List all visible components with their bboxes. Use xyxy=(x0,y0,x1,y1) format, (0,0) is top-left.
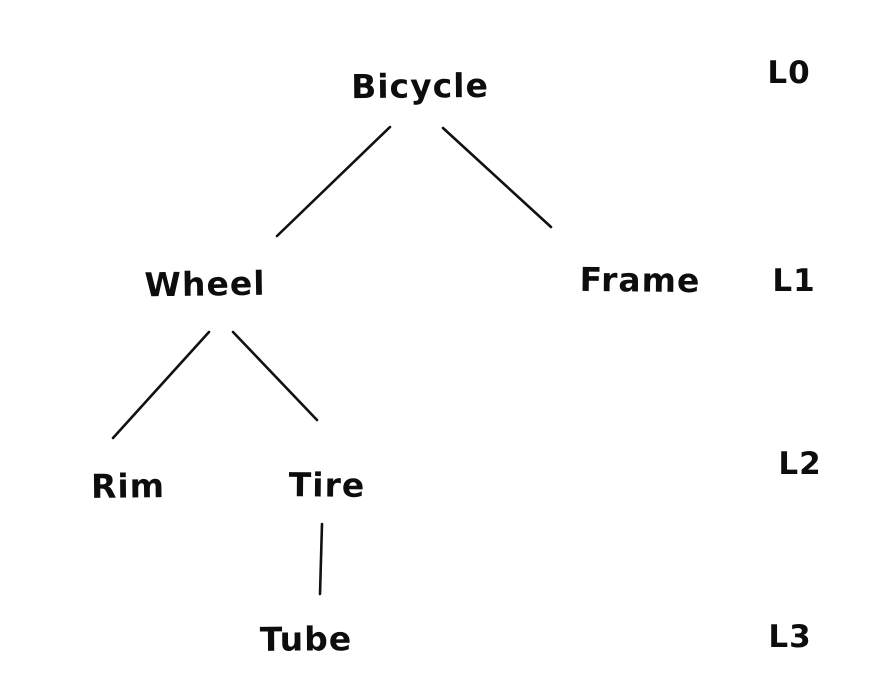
edge-bicycle-frame xyxy=(441,126,553,229)
node-tire: Tire xyxy=(288,465,366,505)
node-frame: Frame xyxy=(579,259,701,301)
node-rim: Rim xyxy=(90,466,166,506)
node-bicycle: Bicycle xyxy=(350,65,490,107)
edge-tire-tube xyxy=(318,522,324,596)
node-wheel: Wheel xyxy=(144,263,266,305)
edge-wheel-rim xyxy=(111,330,211,440)
edge-bicycle-wheel xyxy=(275,125,392,238)
node-tube: Tube xyxy=(259,619,353,659)
level-label-l0: L0 xyxy=(767,55,811,91)
edge-wheel-tire xyxy=(231,330,319,422)
level-label-l1: L1 xyxy=(772,263,816,299)
level-label-l3: L3 xyxy=(768,619,812,655)
level-label-l2: L2 xyxy=(778,446,822,482)
